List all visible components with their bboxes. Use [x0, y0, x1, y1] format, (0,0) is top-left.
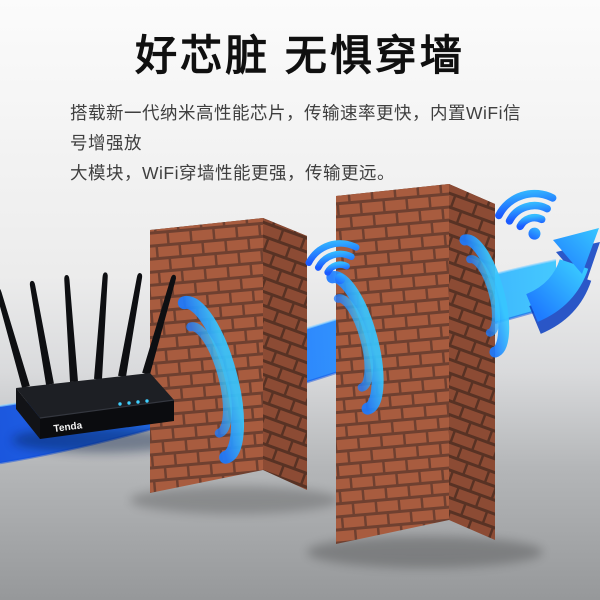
wifi-through-walls-illustration: Tenda — [0, 184, 600, 568]
page-title: 好芯脏 无惧穿墙 — [135, 32, 465, 79]
arrow-right-icon — [525, 228, 600, 334]
wall-front-face — [150, 218, 263, 493]
router-brand-label: Tenda — [53, 420, 83, 435]
brick-wall-2 — [336, 184, 495, 544]
router-top-face — [16, 373, 174, 418]
brick-wall-1 — [150, 218, 307, 493]
wifi-icon — [495, 189, 557, 240]
description-line-1: 搭载新一代纳米高性能芯片，传输速率更快，内置WiFi信号增强放 — [70, 103, 521, 154]
router: Tenda — [0, 272, 177, 439]
wifi-dot — [334, 273, 346, 284]
wall-side-face — [263, 218, 307, 490]
wifi-icon — [305, 240, 360, 284]
wifi-dot — [528, 227, 541, 240]
router-side-face — [16, 388, 40, 439]
wall-shadow — [307, 536, 543, 568]
router-front-face — [40, 400, 174, 439]
signal-ripple-3 — [459, 234, 510, 358]
wall-shadow — [130, 486, 340, 514]
description: 搭载新一代纳米高性能芯片，传输速率更快，内置WiFi信号增强放大模块，WiFi穿… — [70, 98, 534, 188]
router-leds — [118, 399, 149, 406]
signal-ripple-1 — [177, 295, 245, 464]
wall-front-face — [336, 184, 449, 544]
description-line-2: 大模块，WiFi穿墙性能更强，传输更远。 — [70, 163, 395, 184]
router-antennas — [0, 272, 177, 389]
router-edge-highlight — [39, 399, 175, 419]
